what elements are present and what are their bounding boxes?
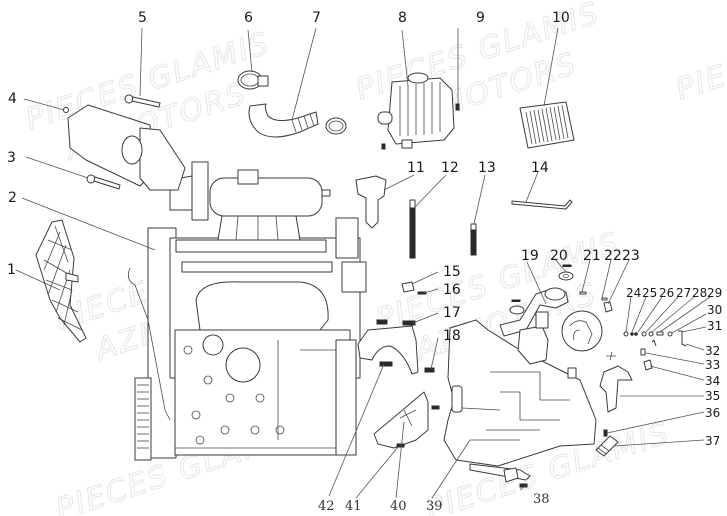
callout-19[interactable]: 19: [521, 248, 539, 264]
callout-40[interactable]: 40: [390, 499, 407, 514]
callout-labels: 1 2 3 4 5 6 7 8 9 10 11 12 13 14 15 16 1…: [7, 10, 722, 514]
callout-3[interactable]: 3: [7, 150, 16, 166]
callout-37[interactable]: 37: [705, 434, 720, 448]
part-sensor[interactable]: [595, 435, 619, 457]
callout-13[interactable]: 13: [478, 160, 496, 176]
part-rod[interactable]: [511, 199, 573, 210]
part-bolt-17[interactable]: [376, 319, 416, 326]
part-air-filter-housing[interactable]: [377, 72, 455, 149]
callout-1[interactable]: 1: [7, 262, 16, 278]
part-pin-22[interactable]: [601, 297, 608, 301]
part-bolt-38[interactable]: [503, 467, 528, 488]
callout-10[interactable]: 10: [552, 10, 570, 26]
callout-16[interactable]: 16: [443, 282, 461, 298]
callout-35[interactable]: 35: [705, 389, 720, 403]
callout-21[interactable]: 21: [583, 248, 601, 264]
part-hose-clamp-6[interactable]: [237, 70, 269, 90]
part-washer-21[interactable]: [579, 291, 587, 295]
callout-22[interactable]: 22: [604, 248, 622, 264]
part-screw-9[interactable]: [455, 103, 460, 111]
callout-38[interactable]: 38: [533, 492, 550, 507]
leader-lines: [15, 27, 711, 499]
callout-7[interactable]: 7: [312, 10, 321, 26]
part-bolt-18[interactable]: [424, 367, 435, 373]
part-fork-bracket[interactable]: [599, 351, 633, 413]
callout-2[interactable]: 2: [8, 190, 17, 206]
callout-11[interactable]: 11: [407, 160, 425, 176]
part-starter-motor[interactable]: [63, 104, 186, 191]
part-spring-34[interactable]: [643, 359, 653, 371]
part-screw-36[interactable]: [603, 429, 608, 437]
callout-5[interactable]: 5: [138, 10, 147, 26]
part-cover-plate[interactable]: [373, 391, 429, 449]
callout-26[interactable]: 26: [659, 286, 674, 300]
part-bolt-42[interactable]: [431, 405, 440, 410]
part-gearbox-housing[interactable]: [443, 311, 597, 481]
callout-34[interactable]: 34: [705, 374, 720, 388]
part-shift-detail-inset[interactable]: [561, 310, 603, 352]
part-cover-bracket[interactable]: [357, 325, 419, 375]
part-shift-lever[interactable]: [499, 287, 569, 337]
callout-30[interactable]: 30: [707, 303, 722, 317]
callout-25[interactable]: 25: [642, 286, 657, 300]
part-clip-15[interactable]: [401, 281, 415, 293]
part-screw-small: [381, 143, 386, 150]
callout-42[interactable]: 42: [318, 499, 335, 514]
part-intake-manifold[interactable]: [169, 161, 331, 241]
callout-23[interactable]: 23: [622, 248, 640, 264]
callout-29[interactable]: 29: [707, 286, 722, 300]
callout-18[interactable]: 18: [443, 328, 461, 344]
part-bolt-5[interactable]: [124, 94, 161, 108]
callout-20[interactable]: 20: [550, 248, 568, 264]
callout-28[interactable]: 28: [692, 286, 707, 300]
watermark-line1: PIECES GLAMIS: [672, 0, 727, 108]
part-pin-16[interactable]: [417, 291, 427, 295]
callout-36[interactable]: 36: [705, 406, 720, 420]
callout-9[interactable]: 9: [476, 10, 485, 26]
callout-14[interactable]: 14: [531, 160, 549, 176]
part-engine-block[interactable]: [127, 217, 367, 461]
callout-39[interactable]: 39: [426, 499, 443, 514]
callout-15[interactable]: 15: [443, 264, 461, 280]
part-detent-assembly[interactable]: [623, 330, 687, 347]
callout-6[interactable]: 6: [244, 10, 253, 26]
callout-27[interactable]: 27: [676, 286, 691, 300]
part-bushing-33[interactable]: [640, 348, 646, 356]
callout-24[interactable]: 24: [626, 286, 641, 300]
part-bolt-41[interactable]: [396, 443, 405, 448]
part-engine-guard[interactable]: [35, 219, 87, 343]
callout-41[interactable]: 41: [345, 499, 362, 514]
callout-32[interactable]: 32: [705, 344, 720, 358]
callout-8[interactable]: 8: [398, 10, 407, 26]
callout-33[interactable]: 33: [705, 358, 720, 372]
callout-12[interactable]: 12: [441, 160, 459, 176]
callout-4[interactable]: 4: [8, 91, 17, 107]
part-long-stud[interactable]: [409, 199, 416, 259]
callout-17[interactable]: 17: [443, 305, 461, 321]
part-short-stud[interactable]: [470, 223, 477, 256]
part-air-filter-element[interactable]: [519, 101, 575, 149]
callout-31[interactable]: 31: [707, 319, 722, 333]
part-intake-hose[interactable]: [248, 103, 347, 138]
part-bolt-3[interactable]: [86, 174, 121, 190]
part-bracket-11[interactable]: [355, 175, 387, 229]
part-spring-23[interactable]: [603, 301, 613, 313]
